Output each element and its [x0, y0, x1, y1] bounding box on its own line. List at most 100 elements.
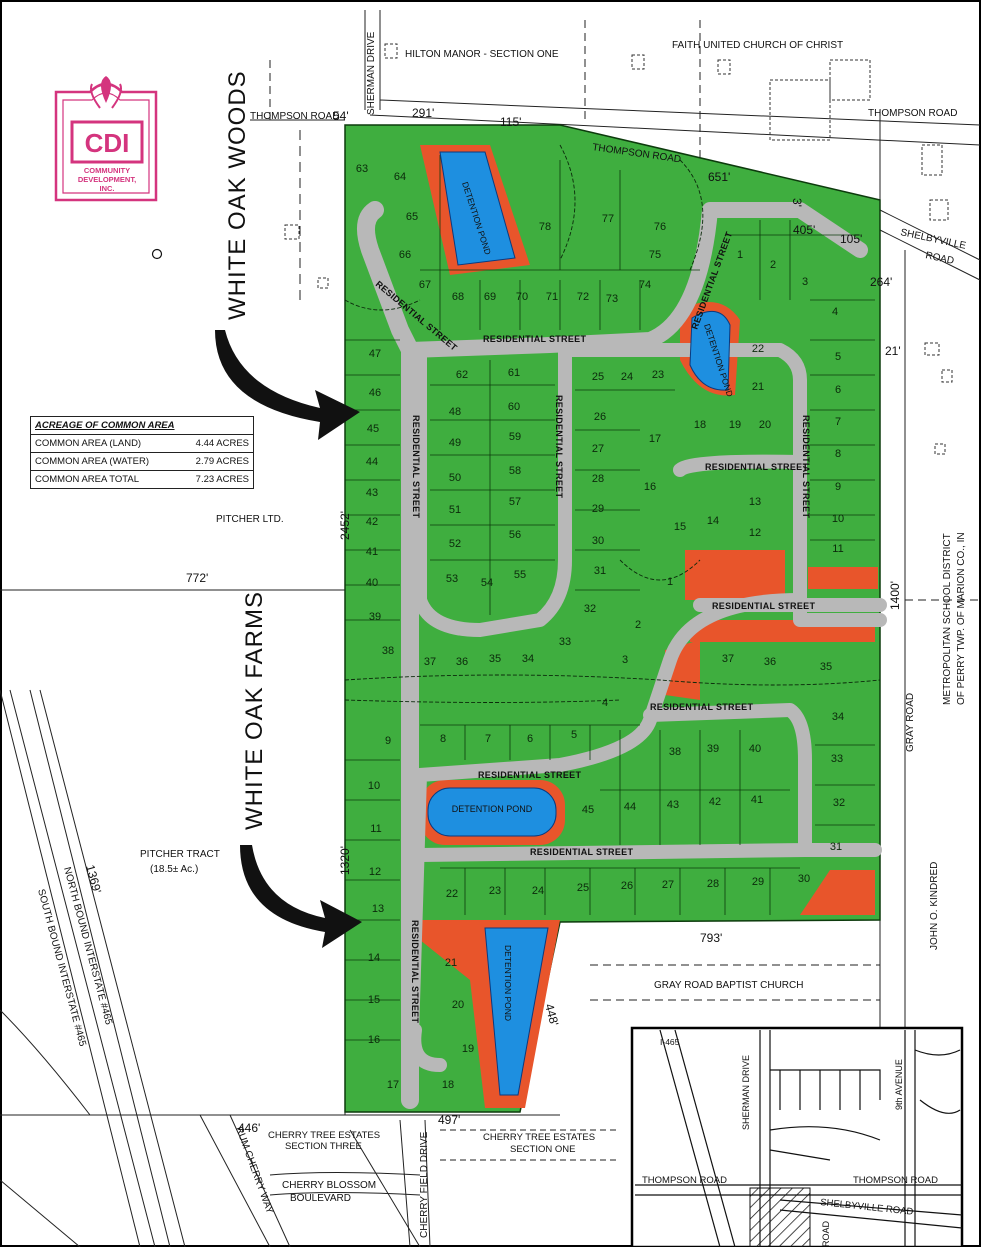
lot-number: 44	[624, 801, 636, 813]
label-faith-church: FAITH UNITED CHURCH OF CHRIST	[672, 40, 843, 51]
label-cherry-three-a: CHERRY TREE ESTATES	[268, 1130, 380, 1141]
lot-number: 52	[449, 538, 461, 550]
acreage-value: 7.23 ACRES	[195, 474, 249, 485]
acreage-table: ACREAGE OF COMMON AREA COMMON AREA (LAND…	[30, 416, 254, 489]
dim-264: 264'	[870, 275, 892, 289]
lot-number: 70	[516, 291, 528, 303]
lot-number: 18	[442, 1079, 454, 1091]
lot-number: 7	[835, 416, 841, 428]
lot-number: 12	[369, 866, 381, 878]
street-label-9: RESIDENTIAL STREET	[801, 415, 811, 518]
lot-number: 19	[462, 1043, 474, 1055]
inset-sherman: SHERMAN DRIVE	[741, 1055, 751, 1130]
lot-number: 17	[649, 433, 661, 445]
dim-115: 115'	[500, 115, 521, 129]
lot-number: 54	[481, 577, 493, 589]
lot-number: 27	[592, 443, 604, 455]
lot-number: 62	[456, 369, 468, 381]
lot-number: 39	[369, 611, 381, 623]
surrounding-lines	[0, 10, 981, 1247]
dim-772: 772'	[186, 571, 208, 585]
lot-number: 64	[394, 171, 406, 183]
lot-number: 23	[652, 369, 664, 381]
pond-shape-2	[689, 310, 731, 391]
lot-number: 24	[532, 885, 544, 897]
lot-number: 25	[577, 882, 589, 894]
pond-label-4: DETENTION POND	[503, 945, 513, 1021]
acreage-title: ACREAGE OF COMMON AREA	[31, 417, 253, 435]
lot-number: 43	[366, 487, 378, 499]
arrow-farms	[240, 845, 362, 948]
lot-lines	[345, 155, 875, 1041]
dim-54: 54'	[333, 109, 349, 123]
lot-number: 33	[831, 753, 843, 765]
dim-3: 3'	[790, 198, 804, 207]
inset-road: ROAD	[821, 1220, 831, 1247]
lot-number: 39	[707, 743, 719, 755]
lot-number: 7	[485, 733, 491, 745]
lot-number: 35	[820, 661, 832, 673]
lot-number: 19	[729, 419, 741, 431]
road-thompson-west: THOMPSON ROAD	[250, 111, 339, 122]
lot-number: 6	[527, 733, 533, 745]
arrow-woods	[215, 330, 360, 440]
dim-1400: 1400'	[888, 581, 902, 610]
acreage-label: COMMON AREA (LAND)	[35, 438, 142, 449]
lot-number: 21	[752, 381, 764, 393]
street-label-5: RESIDENTIAL STREET	[478, 770, 581, 780]
lot-number: 34	[522, 653, 534, 665]
lot-number: 76	[654, 221, 666, 233]
lot-number: 61	[508, 367, 520, 379]
label-pitcher-acres: (18.5± Ac.)	[150, 864, 198, 875]
dim-21: 21'	[885, 344, 901, 358]
lot-number: 30	[798, 873, 810, 885]
street-label-4: RESIDENTIAL STREET	[650, 702, 753, 712]
street-label-7: RESIDENTIAL STREET	[411, 415, 421, 518]
lot-number: 29	[752, 876, 764, 888]
label-pitcher-tract: PITCHER TRACT	[140, 849, 220, 860]
label-hilton-manor: HILTON MANOR - SECTION ONE	[405, 49, 559, 60]
pond-label-2: DETENTION POND	[702, 323, 735, 398]
lot-number: 71	[546, 291, 558, 303]
lot-number: 37	[424, 656, 436, 668]
lot-number: 45	[367, 423, 379, 435]
lot-number: 38	[382, 645, 394, 657]
lot-number: 63	[356, 163, 368, 175]
acreage-value: 2.79 ACRES	[195, 456, 249, 467]
lot-number: 8	[440, 733, 446, 745]
lot-number: 13	[372, 903, 384, 915]
lot-number: 67	[419, 279, 431, 291]
lot-number: 15	[368, 994, 380, 1006]
pond-label-3: DETENTION POND	[452, 804, 533, 814]
lot-number: 2	[770, 259, 776, 271]
road-thompson-center: THOMPSON ROAD	[592, 142, 682, 165]
lot-number: 17	[387, 1079, 399, 1091]
lot-number: 37	[722, 653, 734, 665]
lot-number: 3	[802, 276, 808, 288]
lot-number: 16	[368, 1034, 380, 1046]
lot-number: 32	[584, 603, 596, 615]
label-baptist-church: GRAY ROAD BAPTIST CHURCH	[654, 980, 803, 991]
lot-number: 25	[592, 371, 604, 383]
lot-number: 38	[669, 746, 681, 758]
lot-number: 23	[489, 885, 501, 897]
lot-number: 5	[835, 351, 841, 363]
lot-number: 20	[759, 419, 771, 431]
label-school-2: OF PERRY TWP. OF MARION CO., IN	[956, 532, 967, 705]
lot-number: 50	[449, 472, 461, 484]
lot-number: 40	[366, 577, 378, 589]
dim-448: 448'	[542, 1002, 561, 1027]
lot-number: 22	[446, 888, 458, 900]
inset-thompson-e: THOMPSON ROAD	[853, 1175, 938, 1186]
lot-number: 11	[370, 823, 381, 835]
street-label-11: RESIDENTIAL STREET	[374, 279, 460, 353]
lot-number: 60	[508, 401, 520, 413]
lot-number: 46	[369, 387, 381, 399]
inset-i465: I-465	[660, 1037, 680, 1047]
pond-shape-1	[439, 151, 516, 266]
lot-number: 26	[621, 880, 633, 892]
lot-number: 78	[539, 221, 551, 233]
lot-number: 31	[830, 841, 842, 853]
lot-number: 40	[749, 743, 761, 755]
map-marker-circle	[151, 248, 163, 260]
